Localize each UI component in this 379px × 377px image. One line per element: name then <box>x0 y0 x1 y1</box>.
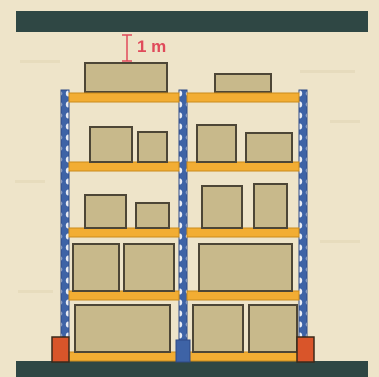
floor-band <box>16 361 368 377</box>
box-l4-bay1-b <box>124 244 174 291</box>
beam-level-1-left <box>69 93 179 102</box>
box-l5-bay2-a <box>193 305 243 352</box>
beam-level-4-right <box>187 291 299 300</box>
top-band <box>16 11 368 32</box>
box-l5-bay1-a <box>75 305 170 352</box>
box-l2-bay2-a <box>197 125 236 162</box>
upright-center <box>179 90 187 362</box>
foot-left <box>52 337 69 362</box>
beam-level-3-left <box>69 228 179 237</box>
box-l4-bay1-a <box>73 244 119 291</box>
height-label: 1 m <box>137 37 166 56</box>
beam-level-2-left <box>69 162 179 171</box>
box-l3-bay1-a <box>85 195 126 228</box>
beam-level-5-right <box>187 352 299 361</box>
box-l4-bay2-a <box>199 244 292 291</box>
top-box-left <box>85 63 167 92</box>
foot-center <box>176 340 190 362</box>
beam-level-2-right <box>187 162 299 171</box>
top-box-right <box>215 74 271 92</box>
beam-level-4-left <box>69 291 179 300</box>
box-l2-bay2-b <box>246 133 292 162</box>
foot-right <box>297 337 314 362</box>
box-l3-bay2-b <box>254 184 287 228</box>
upright-right <box>299 90 307 362</box>
box-l2-bay1-b <box>138 132 167 162</box>
beam-level-3-right <box>187 228 299 237</box>
box-l3-bay2-a <box>202 186 242 228</box>
box-l2-bay1-a <box>90 127 132 162</box>
box-l3-bay1-b <box>136 203 169 228</box>
beam-level-1-right <box>187 93 299 102</box>
beam-level-5-left <box>69 352 179 361</box>
upright-left <box>61 90 69 362</box>
box-l5-bay2-b <box>249 305 297 352</box>
